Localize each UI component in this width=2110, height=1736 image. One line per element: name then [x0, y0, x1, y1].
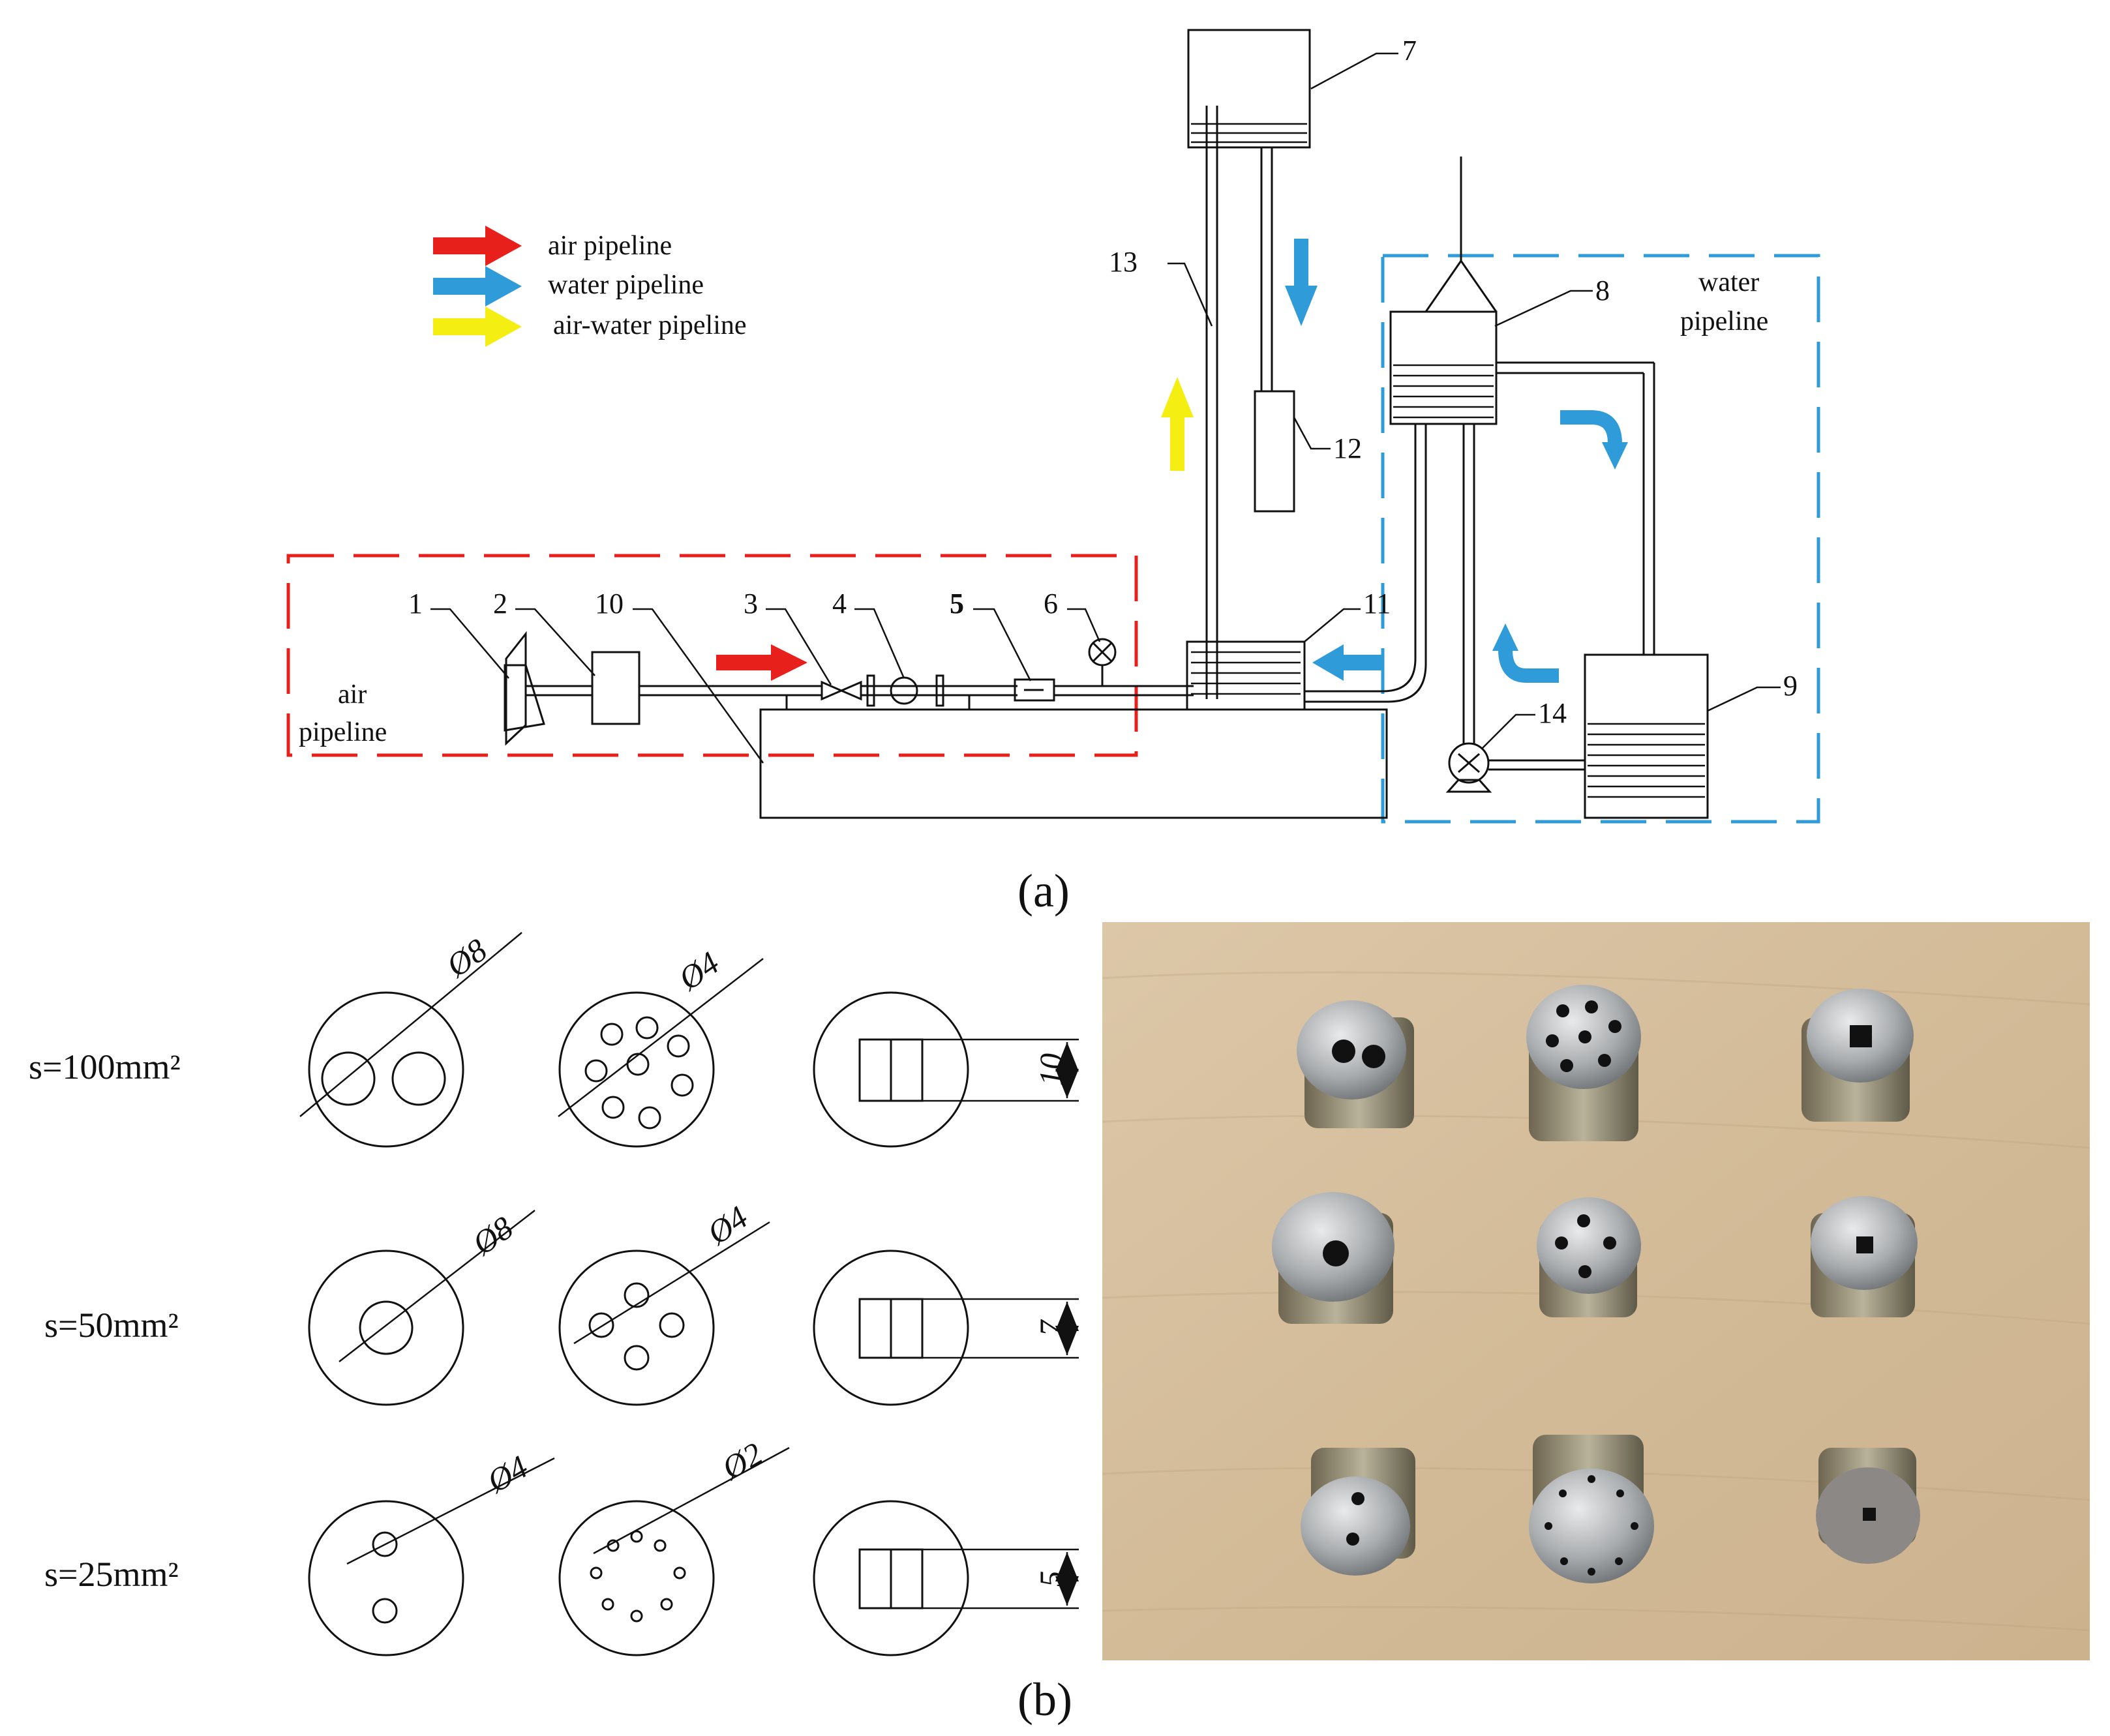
photo-nozzle-3: [1801, 989, 1914, 1122]
water-pipeline-box: [1381, 254, 1820, 824]
water-down-arrow-icon: [1285, 239, 1318, 326]
row-1-area-label: s=100mm²: [29, 1047, 181, 1086]
air-flow-arrow-icon: [716, 644, 807, 681]
pump: [1448, 742, 1490, 784]
photo-nozzle-6: [1811, 1196, 1918, 1317]
num-7: 7: [1402, 35, 1417, 67]
air-box-label-2: pipeline: [299, 717, 387, 747]
mixer: [1186, 640, 1306, 711]
row-3-square-dim: 5: [1032, 1571, 1069, 1587]
row-2-circle-dim: Ø8: [465, 1209, 519, 1262]
row-2-multi-dim: Ø4: [700, 1199, 754, 1251]
num-12: 12: [1333, 432, 1362, 464]
air-pipeline-box: [286, 554, 1138, 757]
num-2: 2: [493, 588, 507, 620]
legend-airwater-arrow-icon: [433, 307, 522, 347]
num-10: 10: [595, 588, 624, 620]
num-6: 6: [1044, 588, 1058, 620]
base-table: [759, 708, 1388, 819]
legend: air pipeline water pipeline air-water pi…: [433, 226, 747, 347]
num-13: 13: [1109, 246, 1138, 278]
num-5: 5: [950, 588, 964, 620]
photo-nozzle-1: [1297, 1000, 1414, 1128]
equipment: [504, 29, 1709, 819]
compressor: [504, 664, 545, 732]
air-box-label-1: air: [338, 680, 367, 710]
row-2-area-label: s=50mm²: [44, 1306, 179, 1345]
legend-air-label: air pipeline: [548, 231, 672, 261]
water-box-label-2: pipeline: [1680, 307, 1768, 337]
legend-air-arrow-icon: [433, 226, 522, 266]
photo-nozzle-8: [1529, 1435, 1654, 1583]
photo-nozzle-2: [1526, 985, 1641, 1141]
panel-a-schematic: air pipeline water pipeline air-water pi…: [286, 29, 1820, 917]
legend-airwater-label: air-water pipeline: [553, 310, 747, 340]
num-11: 11: [1363, 588, 1391, 620]
photo-nozzle-9: [1816, 1448, 1920, 1564]
row-1-multi-dim: Ø4: [671, 944, 725, 997]
top-tank: [1187, 29, 1311, 149]
row-2-drawings: [308, 1210, 1079, 1406]
leader-lines: [430, 52, 1781, 764]
sensor-12: [1254, 390, 1295, 513]
row-3-drawings: [308, 1446, 1079, 1656]
photo-nozzle-7: [1301, 1448, 1415, 1576]
component-numbers: 1 2 10 3 4 5 6 11 7 13 8 12 9 14: [408, 35, 1798, 729]
airwater-up-arrow-icon: [1161, 377, 1194, 471]
water-curved-arrow-down-icon: [1560, 410, 1628, 470]
water-box-label-1: water: [1698, 267, 1759, 297]
air-tank: [591, 651, 641, 725]
row-1-circle-dim: Ø8: [439, 931, 493, 984]
num-14: 14: [1538, 697, 1567, 729]
panel-b-drawings: [299, 932, 1079, 1656]
num-1: 1: [408, 588, 423, 620]
num-3: 3: [744, 588, 758, 620]
legend-water-label: water pipeline: [548, 270, 704, 300]
row-3-area-label: s=25mm²: [44, 1555, 179, 1594]
row-1-drawings: [299, 932, 1079, 1148]
row-1-square-dim: 10: [1032, 1053, 1069, 1086]
num-4: 4: [832, 588, 847, 620]
num-9: 9: [1783, 670, 1798, 702]
panel-b-label: (b): [1017, 1673, 1072, 1726]
upper-water-tank: [1389, 310, 1498, 425]
num-8: 8: [1595, 275, 1610, 307]
reservoir: [1584, 653, 1709, 819]
water-inflow-arrow-icon: [1312, 644, 1383, 681]
photo-nozzle-4: [1272, 1192, 1394, 1324]
row-3-multi-dim: Ø2: [716, 1435, 769, 1487]
panel-b-labels: s=100mm² s=50mm² s=25mm² Ø8 Ø4 10 Ø8 Ø4 …: [29, 931, 1072, 1726]
legend-water-arrow-icon: [433, 266, 522, 307]
photo-nozzle-5: [1537, 1197, 1641, 1317]
panel-a-label: (a): [1017, 865, 1070, 917]
nozzle-photo: [1102, 922, 2090, 1660]
row-2-square-dim: 7: [1032, 1319, 1069, 1337]
water-curved-arrow-up-icon: [1492, 623, 1559, 683]
